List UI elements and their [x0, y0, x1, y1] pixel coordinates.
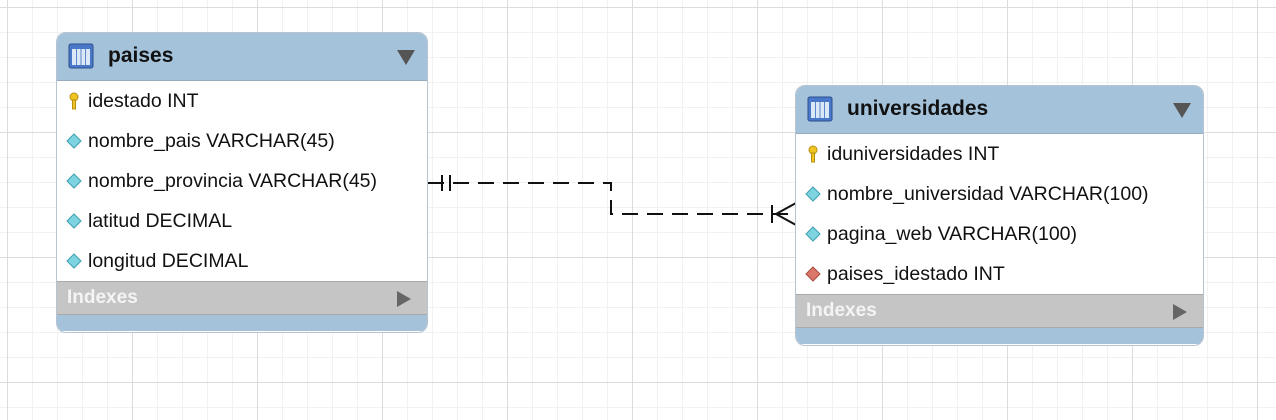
- indexes-label: Indexes: [806, 300, 877, 321]
- column-row[interactable]: paises_idestado INT: [796, 254, 1203, 294]
- column-label: pagina_web VARCHAR(100): [827, 223, 1078, 245]
- table-name: paises: [108, 44, 174, 67]
- table-universidades[interactable]: universidades iduniversidades INT nombre…: [795, 85, 1204, 346]
- column-row[interactable]: nombre_universidad VARCHAR(100): [796, 174, 1203, 214]
- column-label: nombre_universidad VARCHAR(100): [827, 183, 1149, 205]
- column-icon: [66, 253, 82, 269]
- foreign-key-icon: [805, 266, 821, 282]
- table-header[interactable]: paises: [57, 33, 427, 81]
- column-row[interactable]: nombre_provincia VARCHAR(45): [57, 161, 427, 201]
- expand-arrow-icon[interactable]: [1173, 304, 1187, 320]
- table-header[interactable]: universidades: [796, 86, 1203, 134]
- indexes-section[interactable]: Indexes: [796, 294, 1203, 328]
- column-list: idestado INT nombre_pais VARCHAR(45) nom…: [57, 81, 427, 281]
- column-label: nombre_provincia VARCHAR(45): [88, 170, 377, 192]
- primary-key-icon: [808, 145, 818, 163]
- column-list: iduniversidades INT nombre_universidad V…: [796, 134, 1203, 294]
- column-row[interactable]: pagina_web VARCHAR(100): [796, 214, 1203, 254]
- collapse-toggle-icon[interactable]: [1173, 103, 1191, 118]
- indexes-section[interactable]: Indexes: [57, 281, 427, 315]
- column-icon: [66, 173, 82, 189]
- column-row[interactable]: iduniversidades INT: [796, 134, 1203, 174]
- table-name: universidades: [847, 97, 989, 120]
- relationship-line: [428, 182, 796, 215]
- column-row[interactable]: longitud DECIMAL: [57, 241, 427, 281]
- table-footer: [796, 328, 1203, 344]
- table-icon: [807, 96, 833, 122]
- column-label: paises_idestado INT: [827, 263, 1005, 285]
- column-row[interactable]: nombre_pais VARCHAR(45): [57, 121, 427, 161]
- table-footer: [57, 315, 427, 331]
- crows-foot: [773, 202, 797, 226]
- column-label: iduniversidades INT: [827, 143, 1000, 165]
- column-label: longitud DECIMAL: [88, 250, 249, 272]
- primary-key-icon: [69, 92, 79, 110]
- column-label: idestado INT: [88, 90, 199, 112]
- column-row[interactable]: idestado INT: [57, 81, 427, 121]
- column-icon: [805, 226, 821, 242]
- expand-arrow-icon[interactable]: [397, 291, 411, 307]
- column-icon: [805, 186, 821, 202]
- table-paises[interactable]: paises idestado INT nombre_pais VARCHAR(…: [56, 32, 428, 333]
- column-label: latitud DECIMAL: [88, 210, 233, 232]
- collapse-toggle-icon[interactable]: [397, 50, 415, 65]
- column-row[interactable]: latitud DECIMAL: [57, 201, 427, 241]
- column-icon: [66, 213, 82, 229]
- table-icon: [68, 43, 94, 69]
- column-label: nombre_pais VARCHAR(45): [88, 130, 335, 152]
- indexes-label: Indexes: [67, 287, 138, 308]
- column-icon: [66, 133, 82, 149]
